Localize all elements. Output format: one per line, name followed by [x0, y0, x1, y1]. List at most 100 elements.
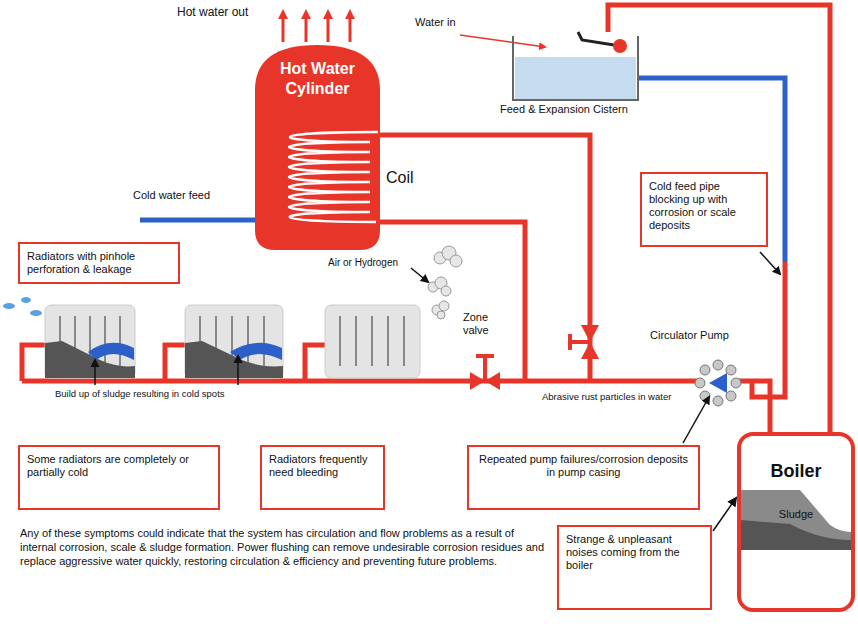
symptom-box: Some radiators are completely or partial… [18, 445, 220, 510]
radiator [325, 305, 420, 378]
coil-valve [581, 325, 599, 342]
sludge-leaders [237, 356, 239, 385]
radiator [45, 341, 135, 378]
water-in-arrow [460, 35, 545, 47]
circulator-pump [713, 360, 723, 370]
part-label: Circulator Pump [650, 329, 729, 342]
hot-water-out-arrows [305, 14, 308, 42]
hot-water-out-arrows [283, 14, 350, 42]
leak-drops [30, 310, 42, 316]
blue-pipework [140, 78, 785, 262]
symptom-box: Strange & unpleasant noises coming from … [557, 525, 712, 610]
callout-leaders [683, 397, 709, 443]
circulator-pump [695, 360, 741, 406]
sludge-leaders [95, 356, 238, 385]
circulator-pump [709, 373, 727, 393]
part-label: Water in [415, 16, 456, 29]
leak-drops [3, 297, 42, 316]
circulator-pump [700, 365, 710, 375]
air-bubbles [450, 255, 462, 267]
air-bubbles [441, 286, 451, 296]
symptom-text: Some radiators are completely or partial… [27, 453, 211, 479]
circulator-pump [726, 391, 736, 401]
circulator-pump [713, 396, 723, 406]
callout-box: Cold feed pipe blocking up with corrosio… [640, 172, 768, 247]
callout-text: Radiators with pinhole perforation & lea… [27, 250, 171, 276]
radiator [185, 305, 283, 378]
air-bubbles [437, 311, 445, 319]
radiator [340, 316, 404, 366]
air-bubbles [439, 301, 449, 311]
radiator [88, 343, 134, 360]
red-pipework [752, 262, 785, 397]
radiator [185, 305, 283, 378]
callout-arrow [713, 498, 736, 531]
callout-leaders [760, 252, 780, 274]
cylinder-title: Hot Water Cylinder [263, 59, 372, 99]
circulator-pump [700, 391, 710, 401]
part-label: Build up of sludge resulting in cold spo… [55, 388, 225, 399]
callout-box: Radiators with pinhole perforation & lea… [18, 242, 180, 284]
zone-valve [485, 372, 500, 390]
feed-expansion-cistern [515, 57, 636, 99]
boiler-sludge [741, 520, 851, 550]
air-leader [411, 268, 428, 282]
symptom-text: Radiators frequently need bleeding [269, 453, 376, 479]
symptom-text: Strange & unpleasant noises coming from … [566, 533, 703, 572]
part-label: Hot water out [177, 5, 248, 19]
cylinder-node: Hot Water Cylinder [255, 45, 380, 250]
boiler-text: Boiler [741, 460, 851, 482]
hot-water-cylinder-shape [289, 132, 378, 222]
radiator [185, 341, 283, 378]
boiler-text: Sludge [741, 508, 851, 521]
boiler-node: BoilerSludge [737, 432, 855, 612]
circulator-pump [695, 378, 705, 388]
circulator-pump [731, 378, 741, 388]
symptom-box: Radiators frequently need bleeding [260, 445, 385, 510]
callout-leaders [683, 252, 780, 443]
feed-expansion-cistern [578, 32, 614, 45]
air-bubbles [428, 246, 462, 319]
caption-note: Any of these symptoms could indicate tha… [20, 526, 546, 568]
radiator [45, 305, 135, 378]
blue-pipework [140, 218, 255, 223]
hot-water-cylinder-shape [255, 45, 380, 250]
zone-valve [470, 356, 500, 390]
part-label: Feed & Expansion Cistern [500, 103, 628, 116]
blue-pipework [638, 78, 785, 262]
coil-valve [581, 342, 599, 359]
water-in-arrow [460, 35, 545, 47]
circulator-pump [706, 371, 730, 395]
boiler-sludge [741, 490, 851, 550]
red-pipework [608, 5, 830, 434]
hot-water-out-arrows [327, 14, 330, 42]
hot-water-out-arrows [349, 14, 352, 42]
red-pipework [22, 379, 700, 384]
sludge-leaders [94, 360, 96, 385]
callout-text: Cold feed pipe blocking up with corrosio… [649, 180, 759, 232]
red-pipework [305, 345, 325, 381]
leak-drops [21, 297, 31, 303]
feed-expansion-cistern [613, 39, 627, 53]
air-leader [411, 268, 428, 282]
symptom-text: Repeated pump failures/corrosion deposit… [476, 453, 691, 479]
red-pipework [22, 345, 45, 381]
part-label: Coil [386, 168, 414, 187]
coil-valve [570, 325, 599, 359]
zone-valve [476, 356, 494, 381]
part-label: Air or Hydrogen [328, 257, 398, 269]
red-pipework [22, 5, 830, 434]
leak-drops [3, 303, 15, 309]
zone-valve [470, 372, 485, 390]
radiator [45, 305, 135, 378]
part-label: Abrasive rust particles in water [542, 391, 671, 402]
symptom-box: Repeated pump failures/corrosion deposit… [467, 445, 700, 510]
coil-valve [570, 334, 590, 350]
boiler-sludge [741, 490, 851, 550]
circulator-pump [726, 365, 736, 375]
feed-expansion-cistern [513, 32, 638, 100]
hot-water-cylinder-shape [255, 45, 380, 250]
hot-water-out-arrows [282, 14, 285, 42]
red-pipework [165, 345, 185, 381]
